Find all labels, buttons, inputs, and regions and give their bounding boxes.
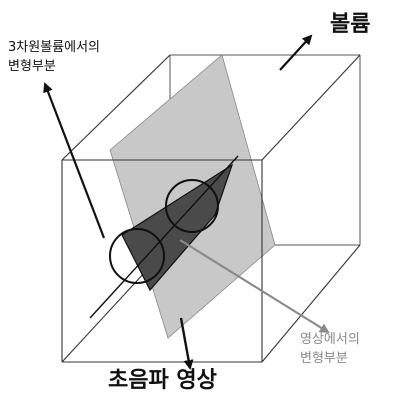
ultrasound-image-label: 초음파 영상: [108, 367, 217, 393]
deformation-3d-label: 3차원볼륨에서의 변형부분: [8, 38, 100, 76]
deformation-cone: [89, 155, 239, 319]
deformation-image-label: 영상에서의 변형부분: [300, 330, 360, 368]
ultrasound-arrow: [179, 317, 194, 370]
deformation-3d-label-line1: 3차원볼륨에서의: [8, 40, 100, 55]
deformation-3d-label-line2: 변형부분: [8, 59, 56, 74]
volume-label: 볼륨: [330, 11, 371, 37]
cube-front-face: [61, 54, 361, 363]
deformation-image-label-line2: 변형부분: [300, 351, 348, 366]
deformation-image-arrow: [179, 239, 330, 334]
deformation-image-label-line1: 영상에서의: [300, 332, 360, 347]
volume-arrow: [279, 34, 313, 71]
deformation-3d-arrow: [43, 82, 106, 239]
